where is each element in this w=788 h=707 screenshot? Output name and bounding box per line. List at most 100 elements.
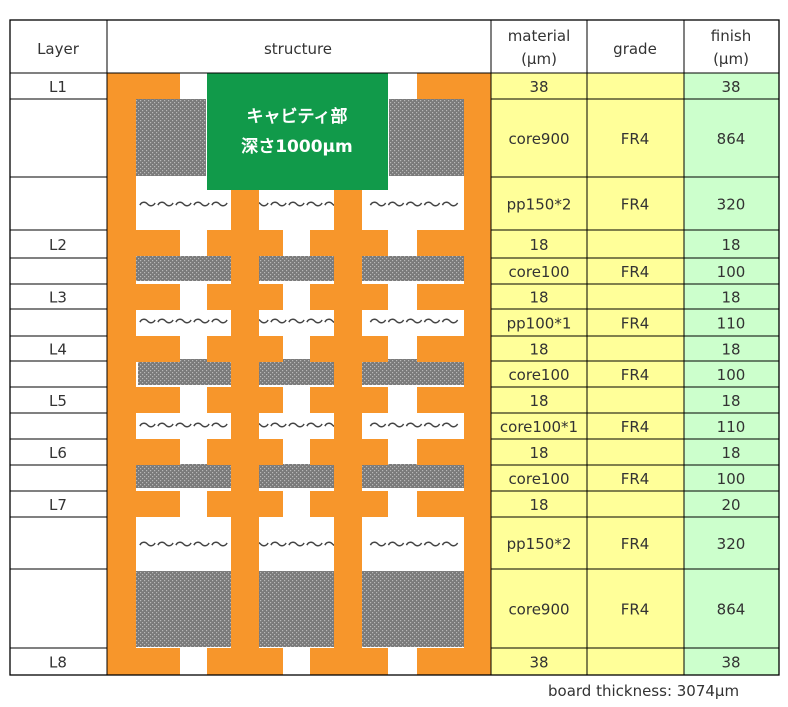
prepreg-wave: ～～～～～ [252, 195, 342, 216]
header-structure: structure [264, 40, 332, 58]
core-segment [389, 99, 464, 176]
core-segment [136, 571, 231, 647]
material-cell: core100*1 [500, 418, 578, 436]
prepreg-wave: ～～～～～ [252, 535, 342, 556]
copper-part [310, 284, 388, 310]
copper-part [107, 648, 180, 675]
prepreg-wave: ～～～～～ [369, 416, 459, 437]
board-thickness-note: board thickness: 3074μm [548, 682, 740, 700]
finish-cell: 38 [721, 654, 740, 672]
finish-cell: 864 [717, 130, 746, 148]
copper-part [417, 336, 491, 362]
copper-part [107, 73, 136, 675]
layer-cell: L6 [49, 444, 67, 462]
layer-cell: L5 [49, 392, 67, 410]
finish-cell: 100 [717, 366, 746, 384]
finish-cell: 38 [721, 78, 740, 96]
core-segment [136, 464, 231, 488]
core-segment [259, 256, 334, 281]
core-segment [362, 464, 464, 488]
prepreg-wave: ～～～～～ [139, 195, 229, 216]
finish-cell: 110 [717, 315, 746, 333]
finish-cell: 320 [717, 535, 746, 553]
copper-structure [107, 73, 491, 675]
prepreg-layers: ～～～～～ ～～～～～ ～～～～～ ～～～～～ ～～～～～ ～～～～～ ～～～～～ ～～～～～… [139, 195, 460, 556]
copper-part [207, 284, 283, 310]
copper-part [417, 439, 491, 465]
finish-bg [684, 73, 779, 675]
grade-cell: FR4 [621, 418, 650, 436]
header-layer: Layer [37, 40, 80, 58]
copper-part [107, 73, 180, 99]
prepreg-wave: ～～～～～ [252, 416, 342, 437]
prepreg-wave: ～～～～～ [369, 195, 459, 216]
table-header: Layer structure material (μm) grade fini… [37, 27, 751, 68]
finish-cell: 18 [721, 392, 740, 410]
finish-cell: 18 [721, 444, 740, 462]
material-cell: 38 [529, 654, 548, 672]
header-material-line2: (μm) [521, 50, 557, 68]
cavity-block: キャビティ部 深さ1000μm [207, 73, 388, 190]
finish-cell: 864 [717, 601, 746, 619]
core-segment [259, 571, 334, 647]
layer-cell: L2 [49, 236, 67, 254]
header-finish-line1: finish [711, 27, 751, 45]
finish-cell: 110 [717, 418, 746, 436]
copper-part [417, 284, 491, 310]
core-segment [136, 256, 231, 281]
material-cell: 38 [529, 78, 548, 96]
copper-part [207, 336, 283, 362]
material-cell: 18 [529, 496, 548, 514]
copper-part [231, 190, 259, 675]
material-cell: pp100*1 [507, 315, 572, 333]
copper-part [417, 387, 491, 413]
grade-cell: FR4 [621, 263, 650, 281]
core-segment [259, 464, 334, 488]
material-cell: 18 [529, 444, 548, 462]
copper-part [417, 491, 491, 517]
material-cell: core900 [508, 601, 569, 619]
copper-part [107, 284, 180, 310]
copper-part [107, 387, 180, 413]
copper-part [334, 190, 362, 675]
prepreg-wave: ～～～～～ [369, 312, 459, 333]
copper-part [107, 230, 180, 256]
grade-cell: FR4 [621, 366, 650, 384]
layer-cell: L8 [49, 654, 67, 672]
copper-part [107, 439, 180, 465]
copper-part [207, 230, 283, 256]
layer-cell: L4 [49, 341, 67, 359]
cavity-label-line1: キャビティ部 [247, 106, 348, 127]
copper-part [107, 491, 180, 517]
structure-drawing: ～～～～～ ～～～～～ ～～～～～ ～～～～～ ～～～～～ ～～～～～ ～～～～～ ～～～～～… [107, 73, 491, 675]
prepreg-wave: ～～～～～ [139, 535, 229, 556]
grade-cell: FR4 [621, 130, 650, 148]
copper-part [107, 336, 180, 362]
finish-cell: 20 [721, 496, 740, 514]
copper-part [417, 230, 491, 256]
table-grid [9, 19, 780, 676]
layer-cell: L7 [49, 496, 67, 514]
copper-part [417, 73, 491, 99]
core-segment [138, 359, 231, 385]
grade-cell: FR4 [621, 470, 650, 488]
prepreg-wave: ～～～～～ [139, 416, 229, 437]
finish-cell: 100 [717, 263, 746, 281]
finish-cell: 320 [717, 196, 746, 214]
cavity-label-line2: 深さ1000μm [241, 136, 353, 157]
header-material-line1: material [508, 27, 571, 45]
core-segment [362, 359, 468, 385]
material-cell: core900 [508, 130, 569, 148]
copper-part [310, 491, 388, 517]
copper-part [310, 387, 388, 413]
prepreg-wave: ～～～～～ [369, 535, 459, 556]
prepreg-wave: ～～～～～ [252, 312, 342, 333]
material-cell: core100 [508, 470, 569, 488]
material-cell: 18 [529, 341, 548, 359]
core-segment [362, 256, 466, 281]
material-cell: pp150*2 [507, 196, 572, 214]
header-finish-line2: (μm) [713, 50, 749, 68]
copper-part [207, 648, 283, 675]
